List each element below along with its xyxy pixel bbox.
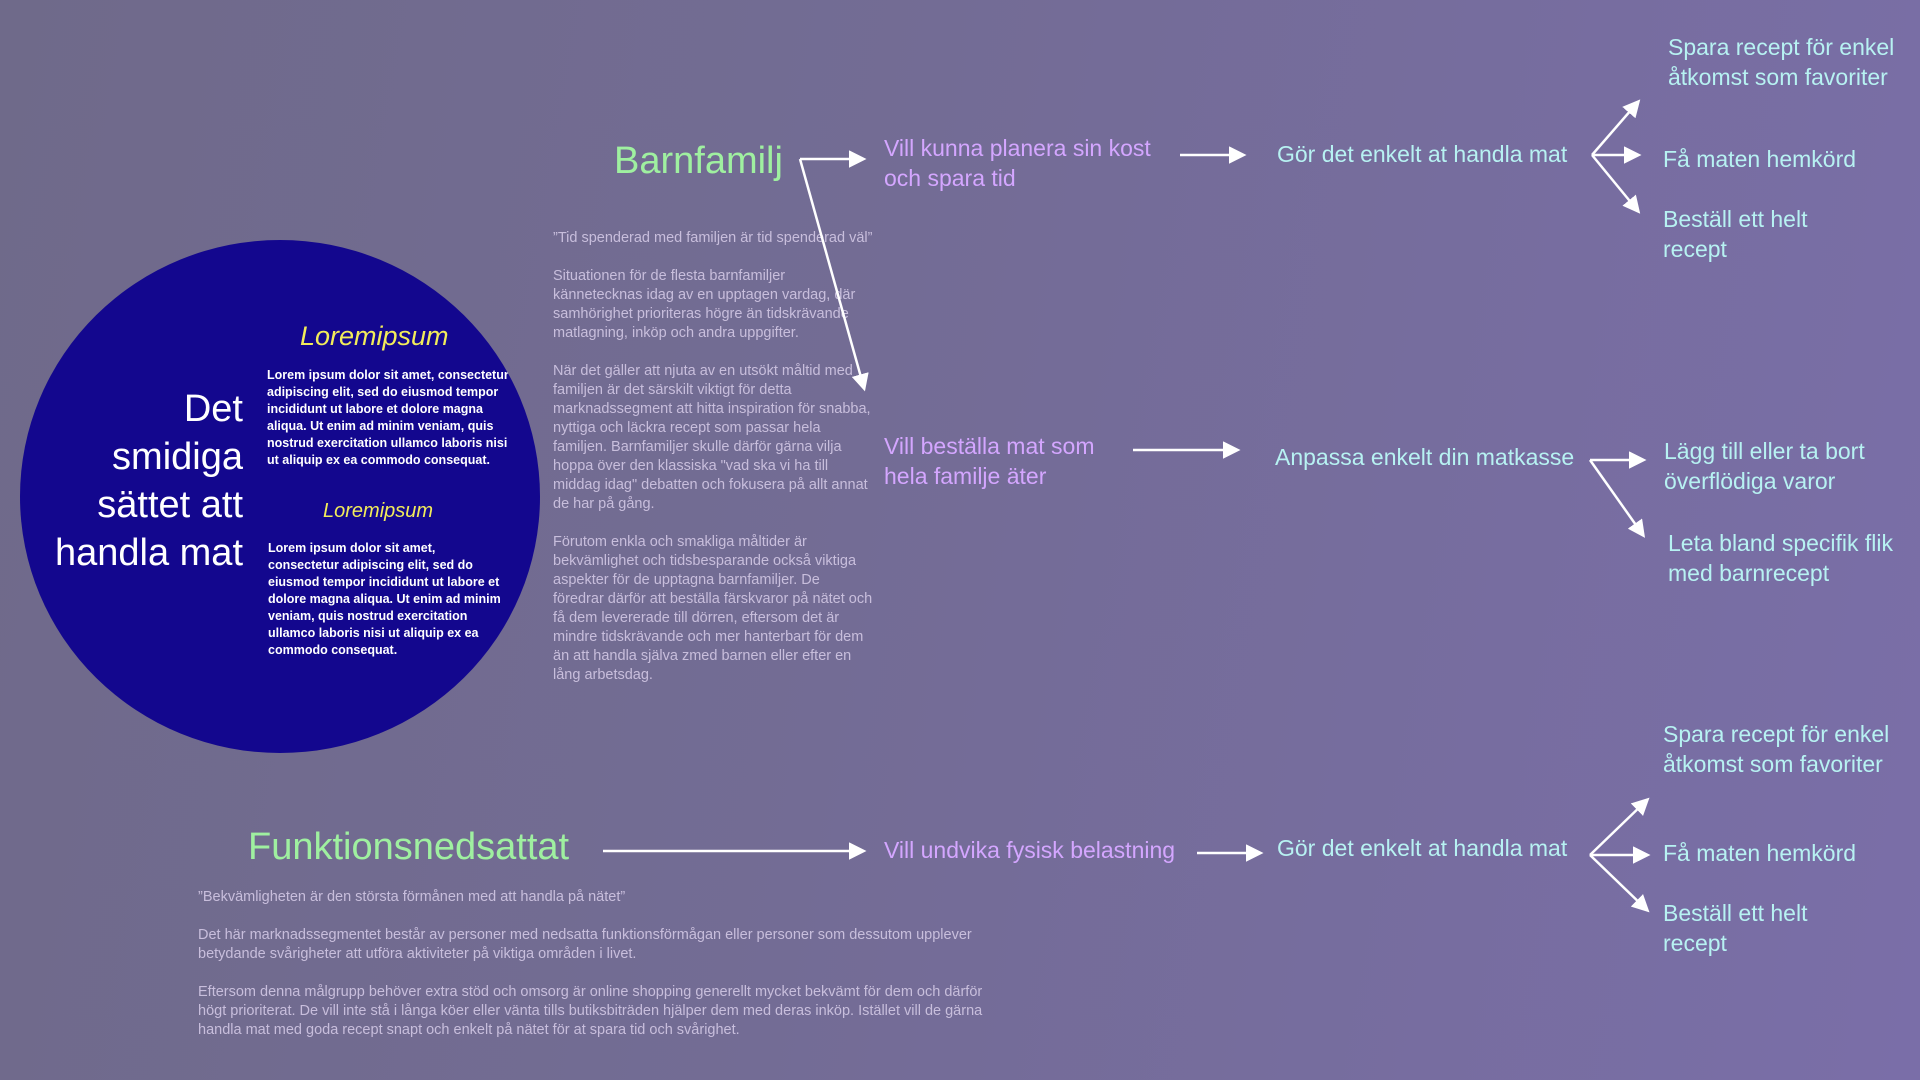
solution-easy-shopping-2: Gör det enkelt at handla mat (1277, 835, 1568, 861)
feature-home-delivery: Få maten hemkörd (1663, 146, 1857, 172)
barnfamilj-paragraph: När det gäller att njuta av en utsökt må… (553, 363, 871, 512)
arrow-barn-to-need2 (798, 158, 869, 392)
solution-easy-shopping: Gör det enkelt at handla mat (1277, 141, 1568, 167)
feature-order-recipe-2: Beställ ett helt recept (1663, 900, 1808, 956)
funktionsnedsattat-quote: ”Bekvämligheten är den största förmånen … (198, 889, 626, 905)
feature-home-delivery-2: Få maten hemkörd (1663, 840, 1857, 866)
arrow-sol1-to-feat1a (1591, 99, 1641, 156)
feature-order-recipe: Beställ ett helt recept (1663, 206, 1808, 262)
barnfamilj-quote: ”Tid spenderad med familjen är tid spend… (553, 230, 873, 246)
arrow-sol2-to-feat2b (1588, 459, 1646, 538)
feature-add-remove-items: Lägg till eller ta bort överflödiga varo… (1664, 438, 1865, 494)
feature-kids-recipes-tab: Leta bland specifik flik med barnrecept (1668, 530, 1894, 586)
feature-save-recipes-2: Spara recept för enkel åtkomst som favor… (1663, 721, 1890, 777)
funktionsnedsattat-paragraph: Eftersom denna målgrupp behöver extra st… (198, 984, 983, 1038)
funktionsnedsattat-paragraph: Det här marknadssegmentet består av pers… (198, 927, 972, 962)
lorem-heading-1: Loremipsum (300, 321, 449, 351)
segment-title-funktionsnedsattat: Funktionsnedsattat (248, 826, 570, 868)
slogan: Det smidiga sättet att handla mat (54, 388, 243, 574)
summary-circle: Det smidiga sättet att handla mat Loremi… (20, 240, 540, 753)
segment-title-barnfamilj: Barnfamilj (614, 140, 783, 182)
solution-customize-bag: Anpassa enkelt din matkasse (1275, 444, 1575, 470)
need-avoid-physical-strain: Vill undvika fysisk belastning (884, 837, 1176, 863)
lorem-paragraph-2: Lorem ipsum dolor sit amet, consectetur … (268, 541, 501, 657)
arrow-sol3-to-feat3c (1589, 854, 1650, 913)
barnfamilj-paragraph: Förutom enkla och smakliga måltider är b… (553, 534, 873, 683)
feature-save-recipes: Spara recept för enkel åtkomst som favor… (1668, 34, 1895, 90)
barnfamilj-description: ”Tid spenderad med familjen är tid spend… (553, 229, 873, 704)
arrow-sol3-to-feat3a (1589, 797, 1650, 856)
funktionsnedsattat-description: ”Bekvämligheten är den största förmånen … (198, 888, 998, 1059)
arrow-sol1-to-feat1c (1591, 154, 1641, 214)
barnfamilj-paragraph: Situationen för de flesta barnfamiljer k… (553, 268, 856, 341)
lorem-paragraph-1: Lorem ipsum dolor sit amet, consectetur … (267, 368, 509, 467)
lorem-heading-2: Loremipsum (323, 500, 434, 522)
need-plan-diet: Vill kunna planera sin kost och spara ti… (884, 135, 1151, 191)
need-family-food: Vill beställa mat som hela familje äter (884, 433, 1095, 489)
